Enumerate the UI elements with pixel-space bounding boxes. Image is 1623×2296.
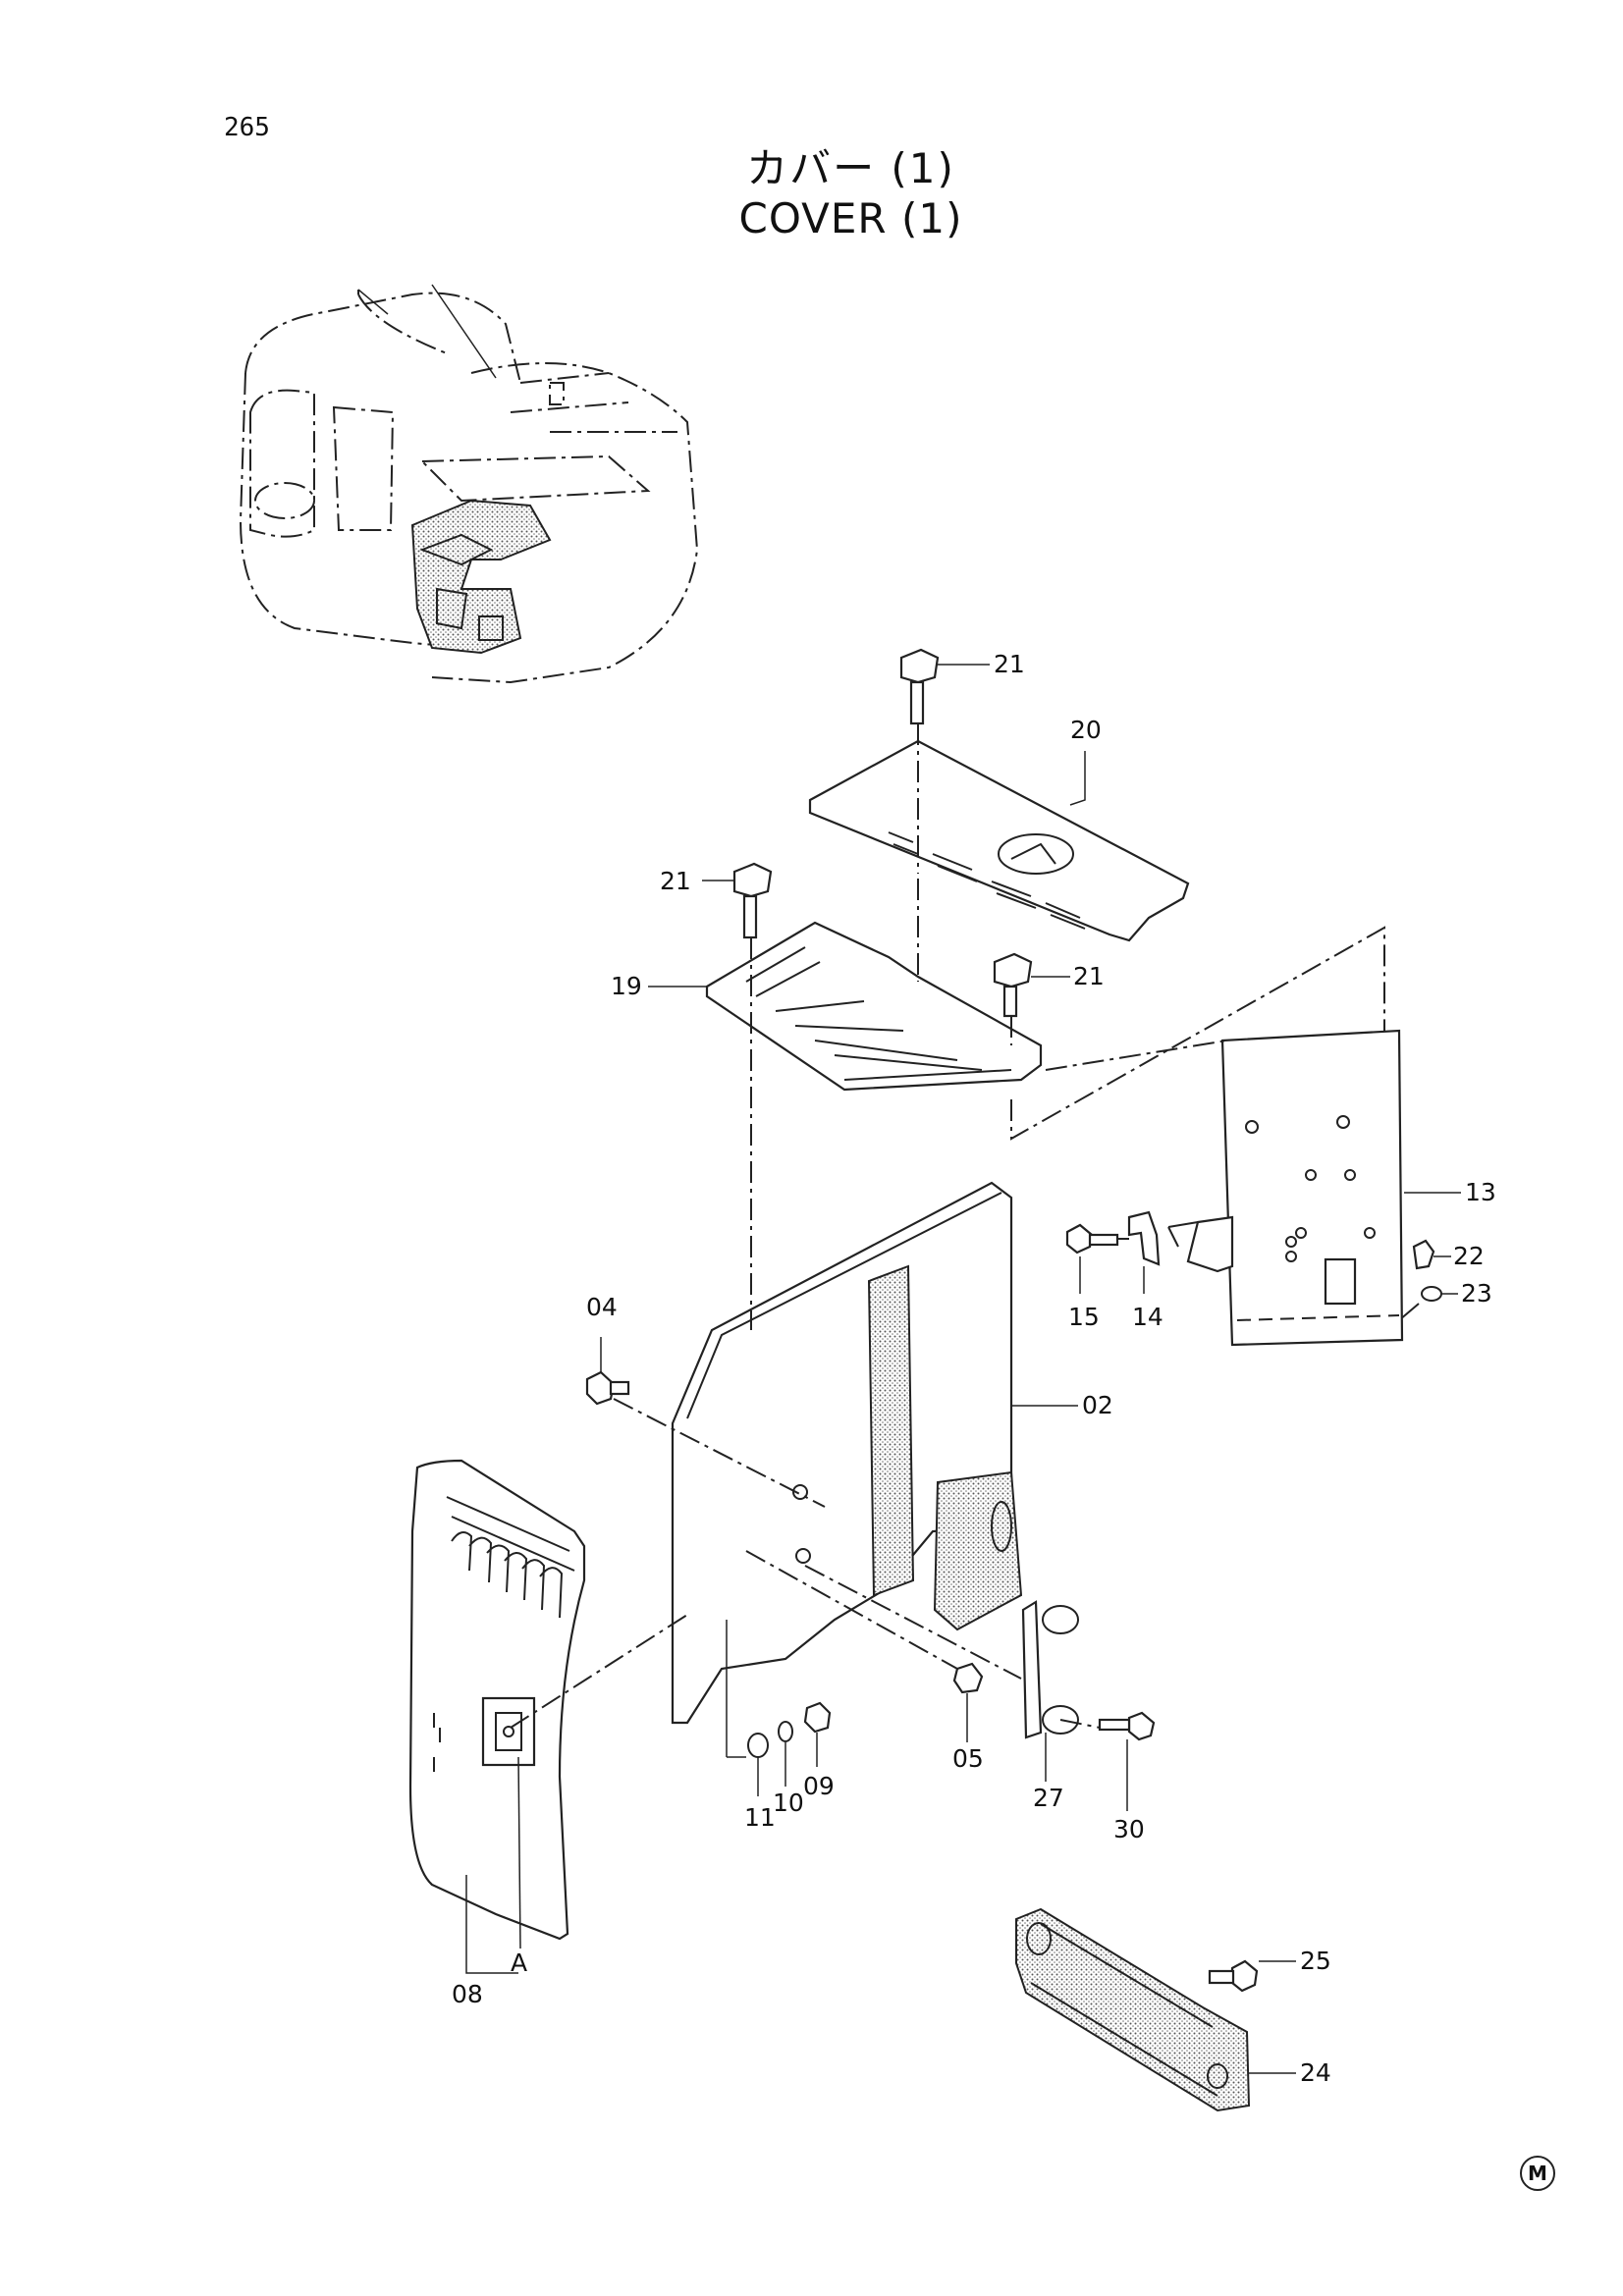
title-english: COVER (1): [738, 194, 963, 242]
m-symbol-mark: M: [1520, 2156, 1555, 2191]
part-08-cover: [408, 1459, 586, 1941]
callout-30: 30: [1113, 1815, 1145, 1843]
callout-24: 24: [1300, 2058, 1331, 2087]
callout-13: 13: [1465, 1178, 1496, 1206]
callout-27: 27: [1033, 1784, 1064, 1812]
part-19-plate: [705, 921, 1043, 1092]
callout-22: 22: [1453, 1242, 1485, 1270]
part-13-bracket: [1167, 1029, 1404, 1347]
callout-08: 08: [452, 1980, 483, 2008]
part-24-block: [1015, 1907, 1251, 2112]
part-02-panel: [671, 1181, 1023, 1725]
callout-15: 15: [1068, 1303, 1100, 1331]
callout-09: 09: [803, 1772, 835, 1800]
page-number: 265: [224, 113, 270, 142]
callout-05: 05: [952, 1744, 984, 1773]
part-20-plate: [808, 739, 1190, 942]
machine-overview: [239, 284, 699, 684]
callout-11: 11: [744, 1803, 776, 1832]
callout-10: 10: [773, 1789, 804, 1817]
callout-04: 04: [586, 1293, 618, 1321]
callout-20: 20: [1070, 716, 1102, 744]
callout-21-left: 21: [660, 867, 691, 895]
assembly-lines: [510, 723, 1420, 1758]
leader-lines: [465, 664, 1461, 2074]
title-japanese: カバー (1): [746, 144, 955, 192]
callout-A: A: [511, 1949, 527, 1977]
callout-25: 25: [1300, 1947, 1331, 1975]
callout-23: 23: [1461, 1279, 1492, 1308]
callout-21-top: 21: [994, 650, 1025, 678]
callout-21-right: 21: [1073, 962, 1105, 990]
hardware: [585, 648, 1442, 1993]
callout-19: 19: [611, 972, 642, 1000]
callout-02: 02: [1082, 1391, 1113, 1419]
callout-labels: 21 20 21 19 21 13 22 23 15 14 04 02 05 1…: [452, 650, 1496, 2087]
callout-14: 14: [1132, 1303, 1163, 1331]
